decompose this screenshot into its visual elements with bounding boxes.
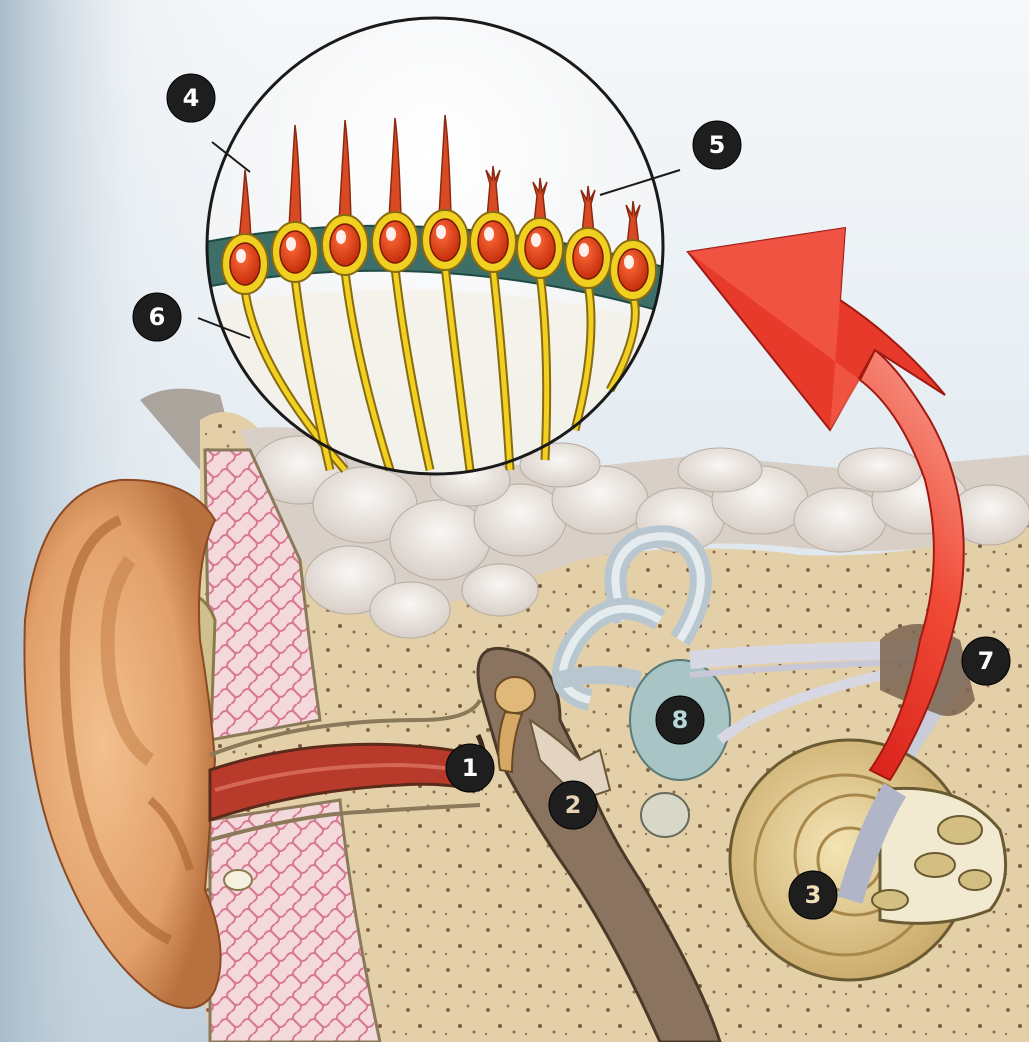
marker-4: 4: [167, 74, 215, 122]
marker-2: 2: [549, 781, 597, 829]
marker-1: 1: [446, 744, 494, 792]
marker-label: 4: [183, 84, 200, 112]
cartilage-cell: [224, 870, 252, 890]
marker-6: 6: [133, 293, 181, 341]
marker-8: 8: [656, 696, 704, 744]
marker-label: 3: [805, 881, 822, 909]
marker-5: 5: [693, 121, 741, 169]
marker-label: 5: [709, 131, 726, 159]
marker-label: 2: [565, 791, 582, 819]
marker-label: 7: [978, 647, 995, 675]
marker-3: 3: [789, 871, 837, 919]
marker-label: 6: [149, 303, 166, 331]
marker-label: 8: [672, 706, 689, 734]
marker-label: 1: [462, 754, 479, 782]
marker-7: 7: [962, 637, 1010, 685]
